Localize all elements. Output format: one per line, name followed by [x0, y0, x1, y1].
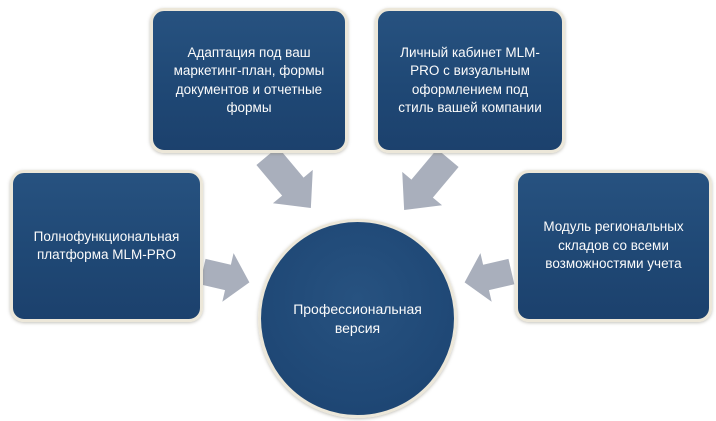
node-platform: Полнофункциональная платформа MLM-PRO	[10, 170, 203, 322]
arrow-right-icon	[199, 253, 250, 302]
node-platform-label: Полнофункциональная платформа MLM-PRO	[33, 228, 180, 263]
node-personal-cabinet: Личный кабинет MLM- PRO с визуальным офо…	[375, 8, 565, 153]
arrow-down-left-icon	[402, 148, 459, 211]
arrow-down-right-icon	[256, 146, 313, 209]
node-personal-cabinet-label: Личный кабинет MLM- PRO с визуальным офо…	[398, 44, 542, 116]
node-adaptation: Адаптация под ваш маркетинг-план, формы …	[150, 8, 348, 153]
node-regional-warehouses-label: Модуль региональных складов со всеми воз…	[543, 219, 684, 272]
center-circle: Профессиональная версия	[258, 219, 457, 418]
arrow-left-icon	[464, 253, 515, 302]
node-adaptation-label: Адаптация под ваш маркетинг-план, формы …	[173, 44, 325, 116]
center-circle-label: Профессиональная версия	[293, 300, 422, 336]
node-regional-warehouses: Модуль региональных складов со всеми воз…	[515, 170, 712, 322]
